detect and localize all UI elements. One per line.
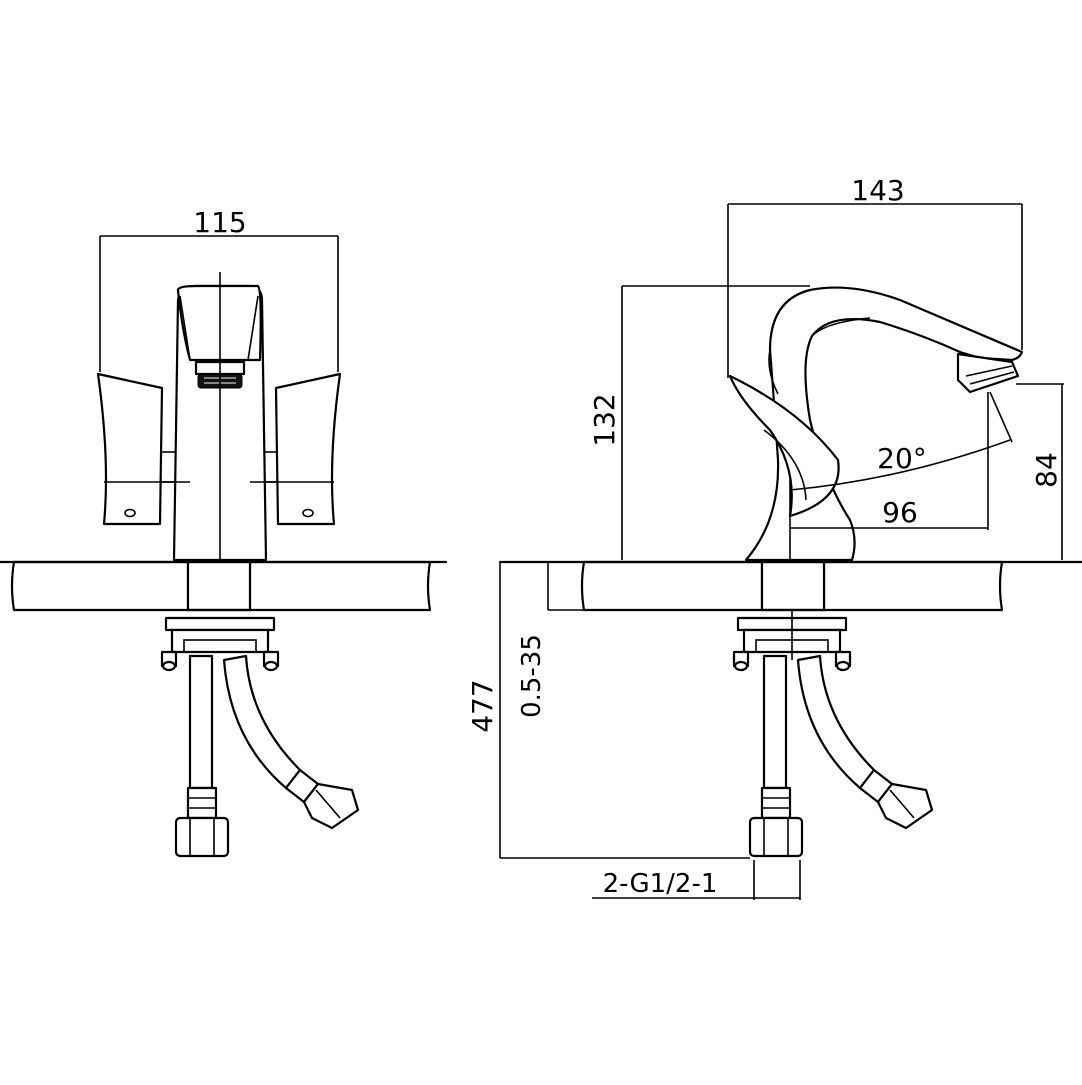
dim-connection: 2-G1/2-1 <box>603 869 718 899</box>
dim-angle: 20° <box>877 442 927 475</box>
dim-115: 115 <box>193 206 246 239</box>
reach-dimension: 96 <box>790 392 989 530</box>
side-spout <box>728 286 1024 562</box>
dim-deck: 0.5-35 <box>517 634 547 718</box>
height-dimension: 132 <box>588 285 810 560</box>
outlet-height-dimension: 84 <box>1016 383 1064 560</box>
connection-dimension: 2-G1/2-1 <box>592 860 801 900</box>
side-mounting-nut <box>732 610 852 672</box>
dim-84: 84 <box>1030 452 1063 488</box>
front-width-dimension: 115 <box>99 206 339 372</box>
front-mounting-nut <box>160 616 280 672</box>
dim-143: 143 <box>851 174 904 207</box>
front-view: 115 <box>0 206 448 858</box>
side-width-dimension: 143 <box>727 174 1023 378</box>
front-faucet-body <box>172 272 268 562</box>
deck-thickness-dimension: 0.5-35 <box>517 562 584 718</box>
dim-477: 477 <box>466 679 499 732</box>
front-hoses <box>174 654 360 858</box>
front-countertop <box>0 560 448 612</box>
front-right-handle <box>250 372 342 526</box>
angle-dimension: 20° <box>789 391 1013 491</box>
side-view: 143 132 20° 96 84 47 <box>466 174 1082 900</box>
total-length-dimension: 477 <box>466 562 750 859</box>
dim-96: 96 <box>882 496 918 529</box>
side-countertop <box>498 560 1082 612</box>
front-left-handle <box>96 372 190 526</box>
side-hoses <box>748 654 934 858</box>
dim-132: 132 <box>588 393 621 446</box>
